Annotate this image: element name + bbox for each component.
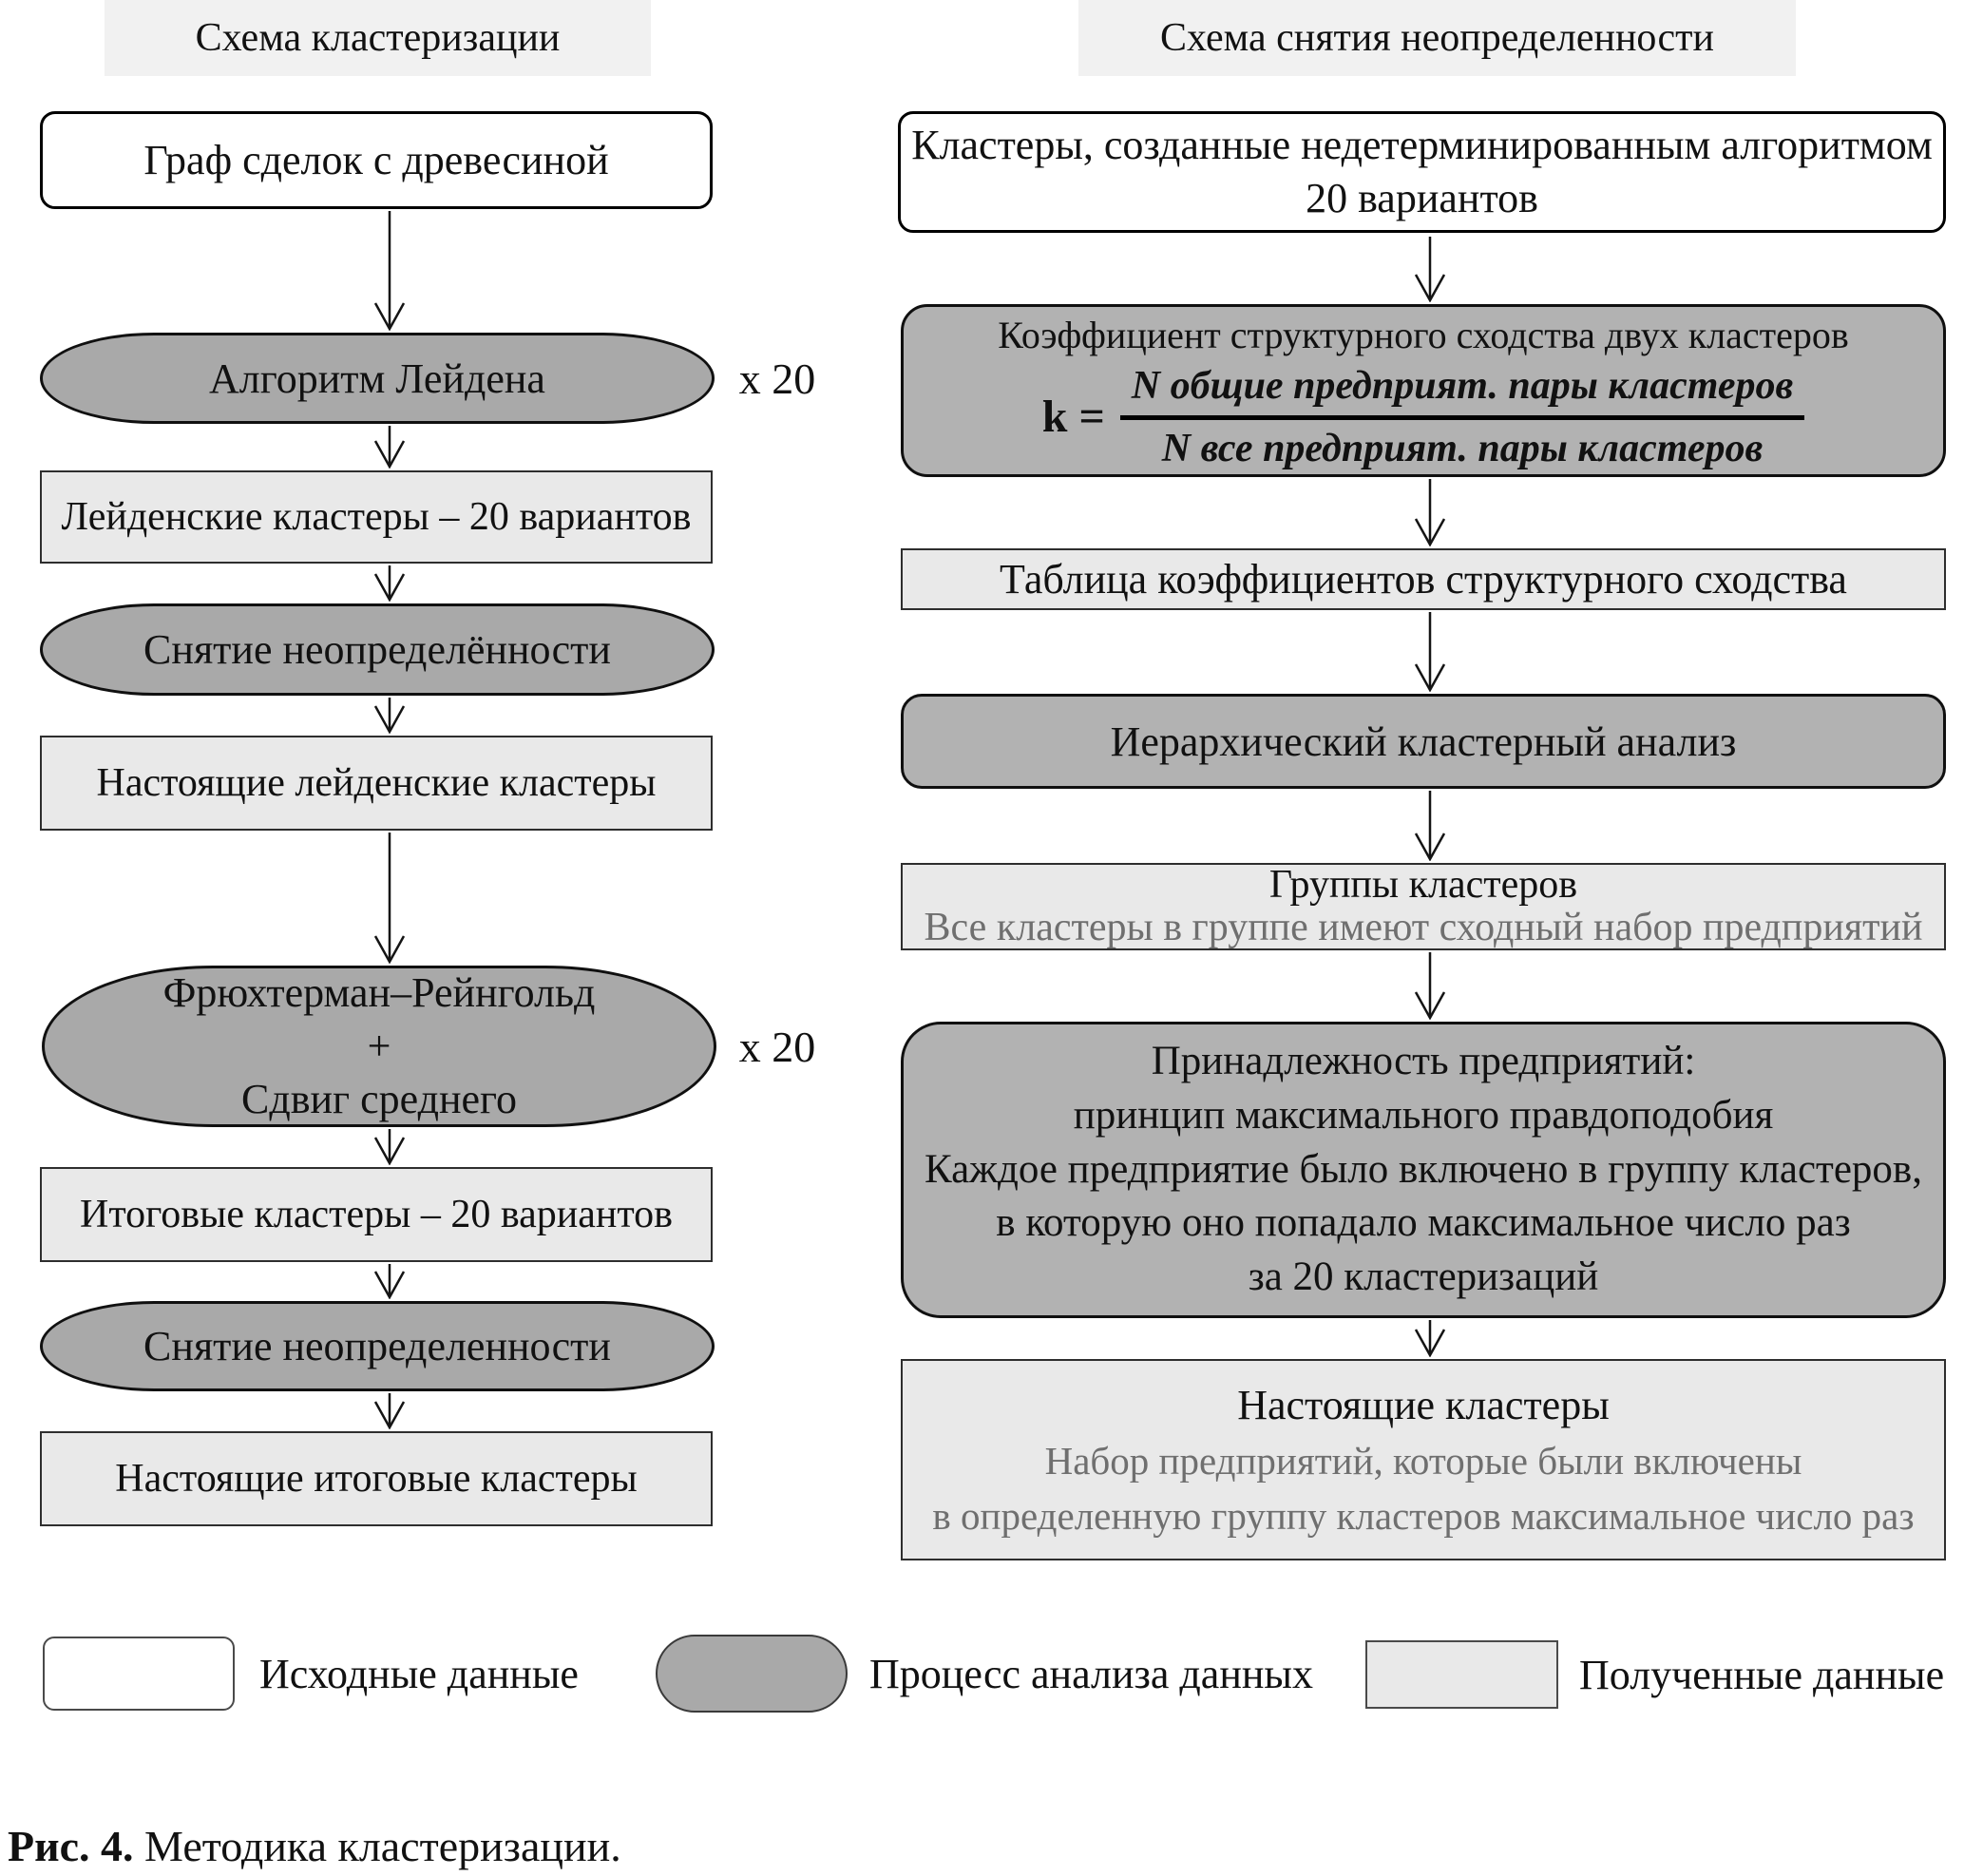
node-leiden-algorithm: Алгоритм Лейдена (40, 333, 715, 424)
label-x20-fruchterman: х 20 (738, 1022, 816, 1071)
left-scheme-title-text: Схема кластеризации (195, 15, 561, 60)
label-x20-leiden: х 20 (738, 354, 816, 403)
legend-process-swatch (656, 1635, 848, 1713)
legend-result-swatch (1365, 1640, 1558, 1709)
flow-arrow (373, 1264, 406, 1299)
node-nondeterministic-clusters: Кластеры, созданные недетерминированным … (898, 111, 1946, 233)
flow-arrow (1414, 612, 1446, 692)
legend-source-swatch (43, 1637, 235, 1711)
node-uncertainty-removal-1: Снятие неопределённости (40, 603, 715, 696)
legend-result-label: Полученные данные (1579, 1651, 1945, 1698)
flow-arrow (373, 833, 406, 964)
node-hierarchical-analysis: Иерархический кластерный анализ (901, 694, 1946, 789)
formula-fraction: N общие предприят. пары кластеров N все … (1119, 363, 1805, 471)
legend-source-label: Исходные данные (259, 1650, 579, 1697)
flow-arrow (373, 565, 406, 602)
figure-caption-text: Методика кластеризации. (133, 1822, 621, 1870)
node-enterprise-membership: Принадлежность предприятий: принцип макс… (901, 1022, 1946, 1318)
flow-arrow (1414, 237, 1446, 302)
formula-k: k = N общие предприят. пары кластеров N … (1042, 363, 1805, 471)
node-cluster-groups: Группы кластеров Все кластеры в группе и… (901, 863, 1946, 950)
node-true-final-clusters: Настоящие итоговые кластеры (40, 1431, 713, 1526)
flow-arrow (373, 1129, 406, 1165)
node-fruchterman-meanshift: Фрюхтерман–Рейнгольд + Сдвиг среднего (42, 966, 716, 1127)
node-true-leiden-clusters: Настоящие лейденские кластеры (40, 736, 713, 831)
flow-arrow (1414, 1320, 1446, 1357)
formula-denominator: N все предприят. пары кластеров (1161, 426, 1764, 470)
figure-caption: Рис. 4. Методика кластеризации. (8, 1821, 621, 1871)
node-coefficient-table: Таблица коэффициентов структурного сходс… (901, 548, 1946, 610)
node-wood-deals-graph: Граф сделок с древесиной (40, 111, 713, 209)
right-scheme-title-text: Схема снятия неопределенности (1160, 15, 1714, 60)
node-final-clusters-20: Итоговые кластеры – 20 вариантов (40, 1167, 713, 1262)
left-scheme-title: Схема кластеризации (105, 0, 651, 76)
node-true-clusters: Настоящие кластеры Набор предприятий, ко… (901, 1359, 1946, 1560)
right-scheme-title: Схема снятия неопределенности (1078, 0, 1796, 76)
formula-k-label: k = (1041, 392, 1105, 442)
node-leiden-clusters-20: Лейденские кластеры – 20 вариантов (40, 470, 713, 564)
similarity-coefficient-title: Коэффициент структурного сходства двух к… (998, 314, 1849, 357)
node-uncertainty-removal-2: Снятие неопределенности (40, 1301, 715, 1391)
figure-caption-label: Рис. 4. (8, 1822, 134, 1870)
flow-arrow (1414, 791, 1446, 861)
legend-process-label: Процесс анализа данных (869, 1650, 1313, 1697)
node-similarity-coefficient: Коэффициент структурного сходства двух к… (901, 304, 1946, 477)
flow-arrow (373, 698, 406, 734)
flow-arrow (373, 211, 406, 331)
flow-arrow (373, 426, 406, 469)
flow-arrow (373, 1393, 406, 1429)
flow-arrow (1414, 952, 1446, 1020)
flow-arrow (1414, 479, 1446, 546)
formula-numerator: N общие предприят. пары кластеров (1119, 363, 1805, 420)
